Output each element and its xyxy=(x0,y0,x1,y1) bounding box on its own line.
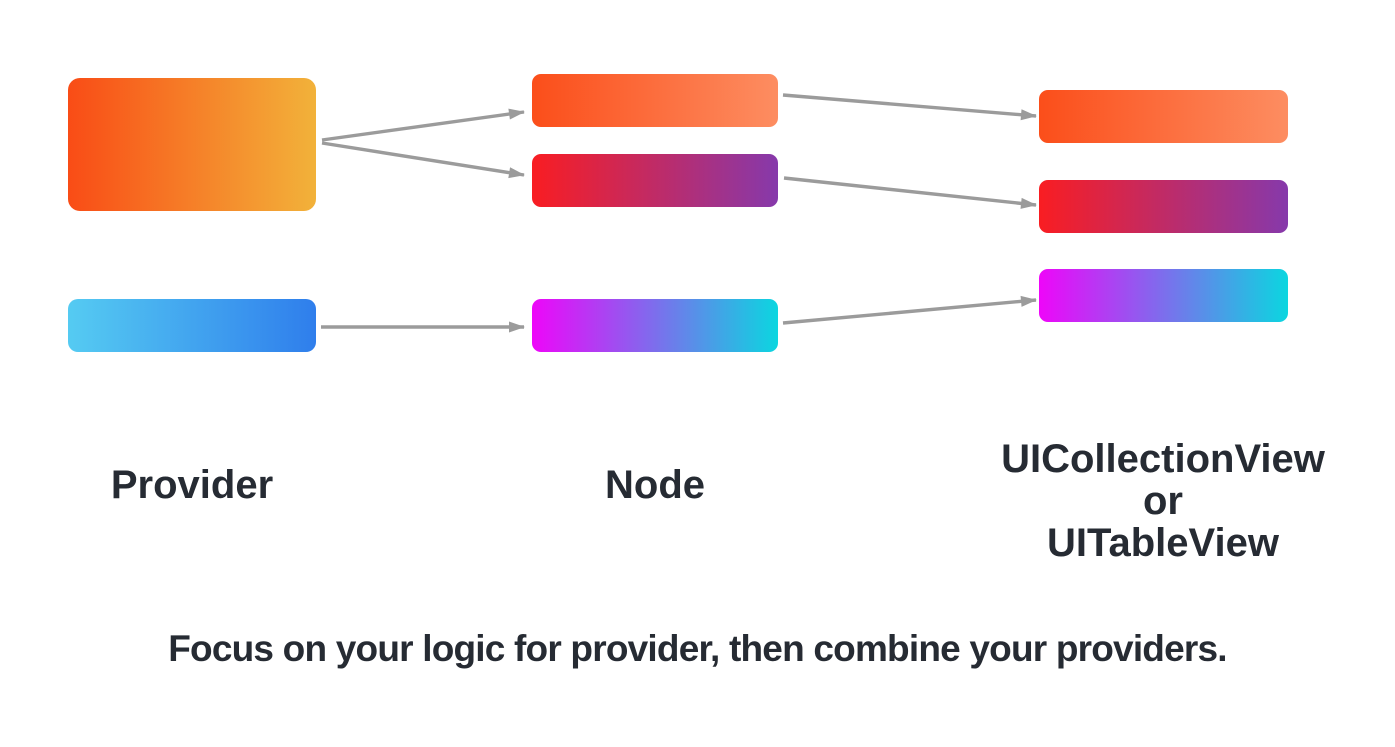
node-block-red-purple xyxy=(532,154,778,207)
view-block-orange xyxy=(1039,90,1288,143)
view-block-magenta-cyan xyxy=(1039,269,1288,322)
view-block-red-purple xyxy=(1039,180,1288,233)
arrow-node-to-view-redpurple xyxy=(783,176,1037,209)
node-label: Node xyxy=(605,463,705,507)
arrow-provider-to-node-orange xyxy=(321,108,525,142)
arrow-node-to-view-magentacyan xyxy=(782,295,1037,325)
provider-label: Provider xyxy=(110,463,274,507)
provider-large-block xyxy=(68,78,316,211)
node-block-magenta-cyan xyxy=(532,299,778,352)
caption-text: Focus on your logic for provider, then c… xyxy=(168,628,1227,669)
arrow-provider-to-node-redpurple xyxy=(321,141,525,179)
arrow-node-to-view-orange xyxy=(782,93,1037,121)
view-label: UICollectionView or UITableView xyxy=(1001,437,1325,565)
node-block-orange xyxy=(532,74,778,127)
provider-small-block xyxy=(68,299,316,352)
